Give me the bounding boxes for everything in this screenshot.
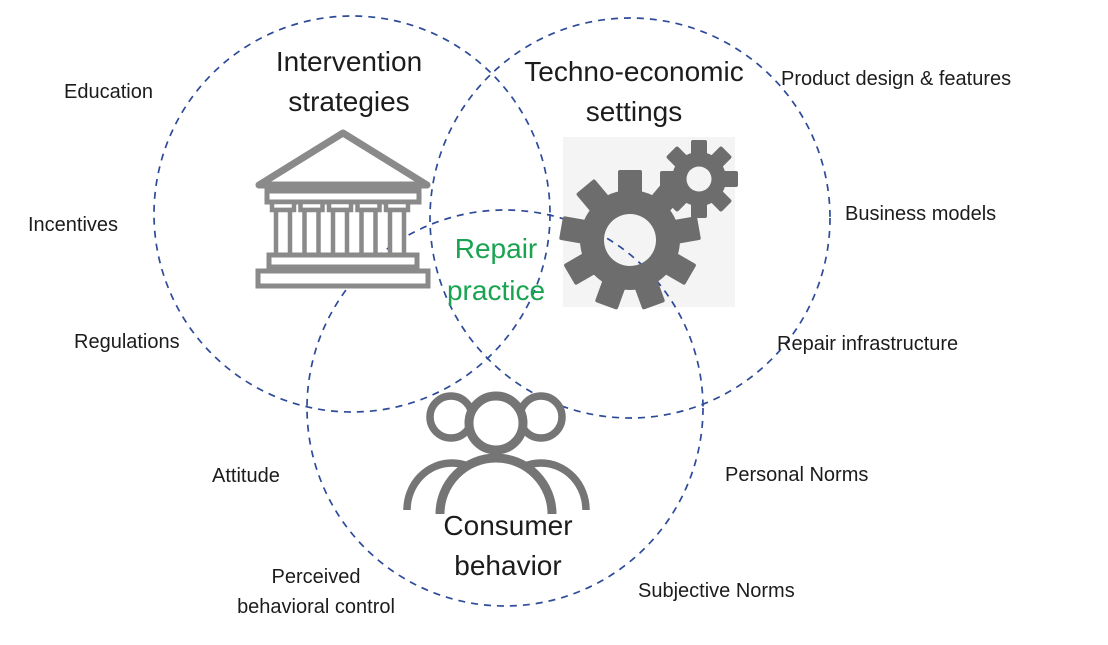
label-product-design-features: Product design & features xyxy=(781,68,1012,90)
gears-icon xyxy=(559,140,738,310)
label-business-models: Business models xyxy=(845,203,997,225)
techno-economic-circle xyxy=(429,17,831,419)
label-education: Education xyxy=(64,81,153,103)
techno-economic-settings-title: Techno-economic settings xyxy=(524,56,744,127)
large-gear xyxy=(559,170,701,310)
consumer-behavior-circle xyxy=(306,209,704,607)
label-subjective-norms: Subjective Norms xyxy=(638,580,795,602)
label-attitude: Attitude xyxy=(212,465,280,487)
bank-building-icon xyxy=(255,129,431,289)
venn-circles xyxy=(153,15,831,607)
consumer-behavior-title: Consumer behavior xyxy=(443,510,573,581)
bank-columns xyxy=(269,199,411,258)
repair-practice-center-label: Repair practice xyxy=(446,233,546,306)
label-perceived-behavioral-control: Perceived behavioral control xyxy=(237,566,395,618)
label-repair-infrastructure: Repair infrastructure xyxy=(777,333,959,355)
label-personal-norms: Personal Norms xyxy=(725,464,869,486)
small-gear xyxy=(660,140,738,218)
intervention-circle xyxy=(153,15,551,413)
center-person-head xyxy=(464,391,528,455)
people-group-icon xyxy=(403,391,590,515)
intervention-strategies-title: Intervention strategies xyxy=(275,46,423,117)
label-incentives: Incentives xyxy=(28,214,119,236)
label-regulations: Regulations xyxy=(74,331,180,353)
center-person-shoulders xyxy=(435,453,557,515)
